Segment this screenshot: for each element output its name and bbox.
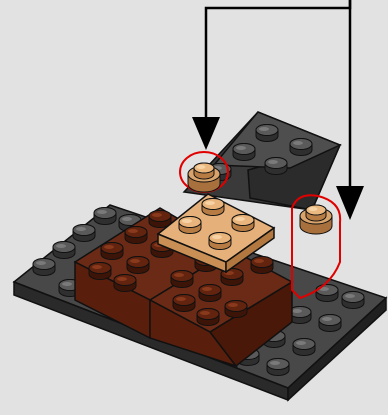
instruction-arrow-right <box>336 0 364 220</box>
